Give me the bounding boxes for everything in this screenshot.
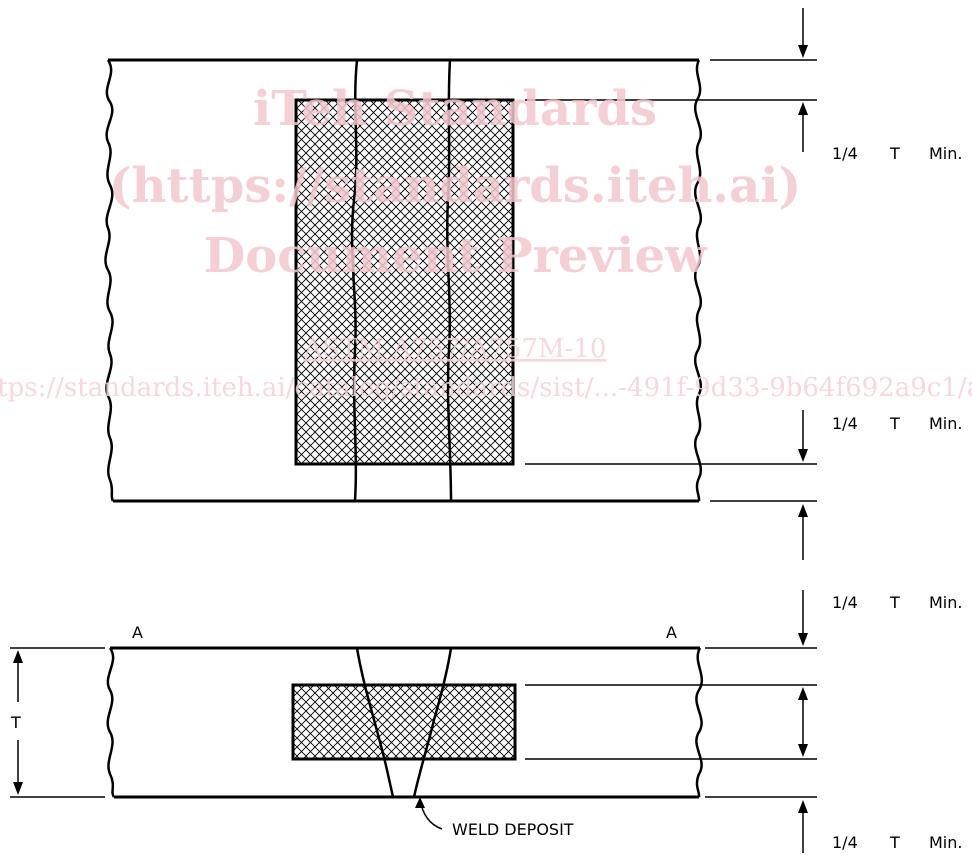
section-weld-fusion-line-right [412, 647, 453, 798]
section-dim-top-label: 1/4 T Min. [832, 593, 962, 612]
plan-dim-top-arrowhead-upper [798, 45, 808, 58]
watermark-line1: iTeh Standards [253, 81, 657, 137]
plan-dim-top-suffix: Min. [929, 144, 962, 163]
section-edge-label-right: A [666, 623, 677, 642]
section-thickness-arrowhead-upper [13, 650, 23, 663]
plan-plate-left-break [104, 59, 115, 502]
section-view: A A T 1/4 T Min. 1/4 T [10, 590, 962, 853]
plan-dim-bottom-fraction: 1/4 [832, 414, 858, 433]
section-dim-top-arrowhead [798, 633, 808, 646]
section-thickness-label: T [10, 713, 21, 732]
section-weld-fusion-line-left [355, 647, 395, 798]
plan-dim-bottom-label: 1/4 T Min. [832, 414, 962, 433]
plan-view: 1/4 T Min. 1/4 T Min. [104, 8, 962, 560]
section-dim-top-fraction: 1/4 [832, 593, 858, 612]
watermark-line3: Document Preview [204, 228, 708, 284]
weld-deposit-arrowhead [415, 797, 425, 808]
plan-weld-fusion-line-left [350, 59, 359, 502]
watermark: iTeh Standards (https://standards.iteh.a… [0, 81, 972, 403]
weld-deposit-label: WELD DEPOSIT [452, 820, 574, 839]
plan-dim-bottom-suffix: Min. [929, 414, 962, 433]
plan-dim-bottom-arrowhead-upper [798, 449, 808, 462]
section-specimen-height-arrowhead-top [798, 687, 808, 700]
section-dim-top-suffix: Min. [929, 593, 962, 612]
section-dim-bottom-suffix: Min. [929, 833, 962, 852]
watermark-code: ASTM A757/A757M-10 [303, 334, 607, 364]
section-edge-label-left: A [132, 623, 143, 642]
section-dim-bottom-fraction: 1/4 [832, 833, 858, 852]
section-plate-left-break [106, 647, 116, 798]
plan-dim-bottom-arrowhead-lower [798, 504, 808, 517]
plan-weld-fusion-line-right [446, 59, 453, 502]
section-dim-bottom-symbol: T [889, 833, 900, 852]
plan-dim-top-fraction: 1/4 [832, 144, 858, 163]
section-plate-right-break [695, 647, 704, 798]
section-specimen-height-arrowhead-bottom [798, 744, 808, 757]
section-dim-top-symbol: T [889, 593, 900, 612]
watermark-line2: (https://standards.iteh.ai) [109, 158, 801, 214]
section-thickness-arrowhead-lower [13, 782, 23, 795]
plan-dim-top-label: 1/4 T Min. [832, 144, 962, 163]
watermark-url: https://standards.iteh.ai/catalog/standa… [0, 373, 972, 403]
plan-dim-top-arrowhead-lower [798, 102, 808, 115]
section-specimen-region [291, 683, 517, 761]
plan-dim-bottom-symbol: T [889, 414, 900, 433]
plan-plate-right-break [694, 59, 702, 502]
weld-deposit-leader [419, 798, 443, 830]
plan-dim-top-symbol: T [889, 144, 900, 163]
plan-specimen-region [294, 98, 515, 466]
section-dim-bottom-label: 1/4 T Min. [832, 833, 962, 852]
section-dim-bottom-arrowhead [798, 800, 808, 813]
